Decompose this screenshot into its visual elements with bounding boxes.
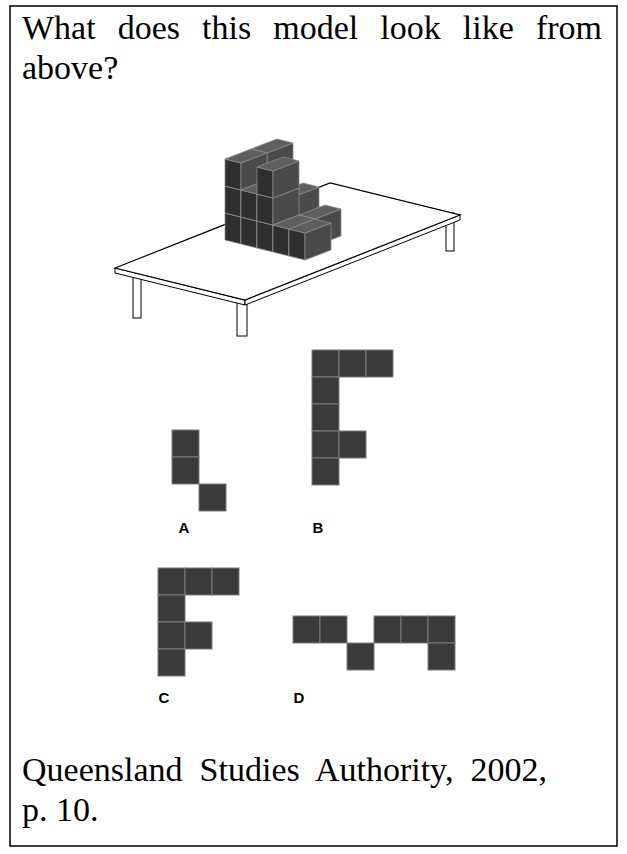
option-d-grid (293, 616, 455, 670)
option-b-grid (312, 350, 393, 485)
source-citation: Queensland Studies Authority, 2002, p. 1… (22, 750, 547, 830)
question-text: What does this model look like from abov… (22, 8, 602, 88)
option-c-grid (158, 568, 239, 676)
table (115, 183, 460, 336)
option-letter: D (294, 690, 305, 705)
option-a-grid (172, 430, 226, 511)
option-letter: B (313, 520, 324, 535)
option-letter: C (159, 690, 170, 705)
cube-model (225, 139, 341, 260)
frame-border (10, 6, 617, 846)
option-letter: A (179, 520, 190, 535)
